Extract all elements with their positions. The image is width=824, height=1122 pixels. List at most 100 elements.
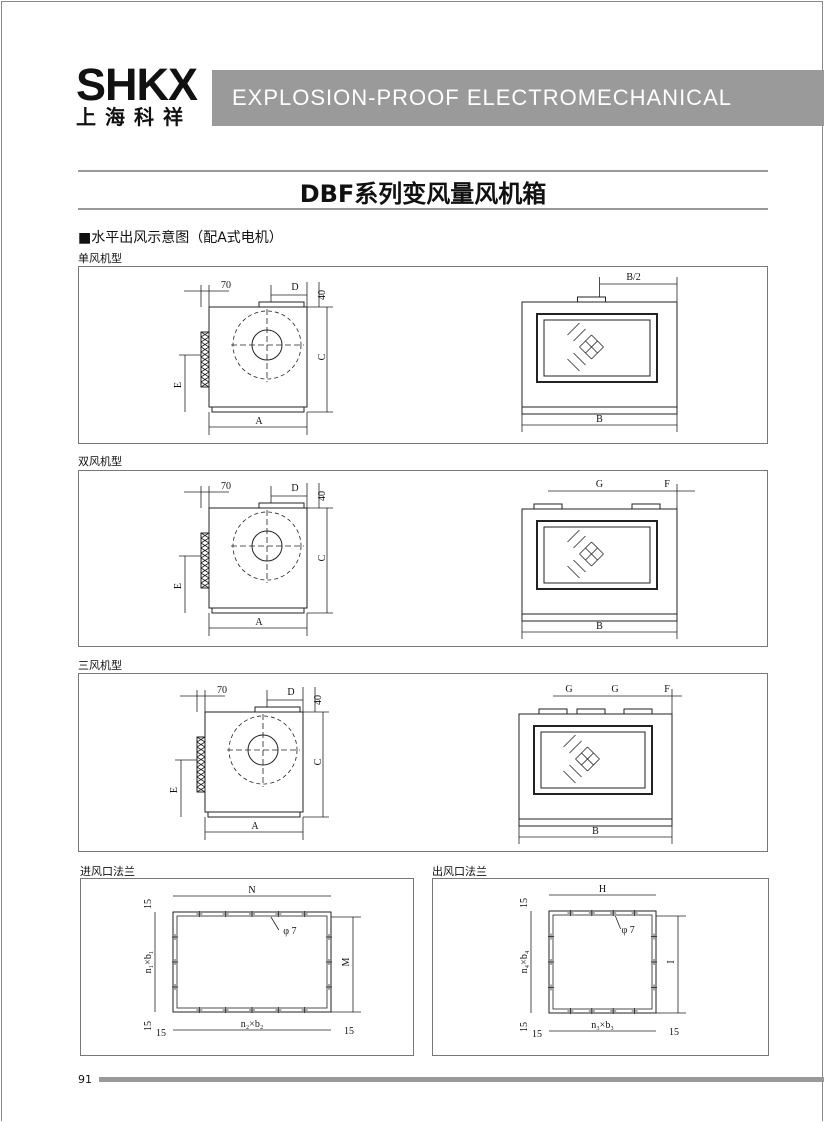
caption-double: 双风机型 (78, 455, 122, 468)
hatch (200, 351, 210, 358)
logo: SHKX 上海科祥 (76, 59, 206, 129)
dimension-label: G (565, 684, 572, 695)
hatch (196, 771, 206, 778)
dimension-label: 15 (519, 898, 530, 908)
mesh (587, 758, 600, 772)
mesh (591, 346, 604, 360)
dimension-label: H (599, 884, 606, 895)
dimension-label: φ 7 (283, 926, 296, 937)
mesh (591, 553, 604, 567)
mesh (563, 770, 576, 784)
hatch (200, 366, 210, 373)
fan-outlet (538, 708, 568, 715)
page-number: 91 (78, 1073, 92, 1086)
flange-outer (548, 910, 657, 1014)
logo-chinese: 上海科祥 (76, 105, 192, 129)
fan-outlet (254, 706, 301, 713)
hatch (196, 781, 206, 788)
footer-bar (99, 1077, 824, 1082)
dimension-label: C (317, 353, 328, 360)
mesh (591, 541, 604, 555)
dimension-label: F (664, 479, 670, 490)
hatch (200, 562, 210, 569)
dimension-label: E (173, 382, 184, 388)
fan-outlet (258, 502, 305, 509)
hatch (200, 371, 210, 378)
dimension-label: M (341, 957, 352, 966)
dimension-label: B (596, 414, 603, 425)
hatch (196, 741, 206, 748)
dimension-label: A (255, 416, 263, 427)
dimension-label: n₁×b₁ (143, 951, 154, 974)
frame-inner (543, 526, 651, 584)
dimension-label: 40 (313, 695, 324, 705)
mesh (567, 322, 580, 336)
dimension-label: 15 (344, 1026, 354, 1037)
fan-outlet (576, 708, 606, 715)
hatch (196, 766, 206, 773)
dimension-label: E (169, 787, 180, 793)
dimension-label: D (287, 687, 294, 698)
hatch (200, 341, 210, 348)
hatch (196, 756, 206, 763)
mesh (569, 764, 582, 778)
dimension-label: φ 7 (622, 925, 635, 936)
dimension-label: 40 (317, 491, 328, 501)
hatch (200, 557, 210, 564)
dimension-label: B/2 (626, 272, 640, 283)
mesh (581, 752, 594, 766)
hatch (200, 582, 210, 589)
mesh (585, 547, 598, 561)
dimension-label: 15 (143, 899, 154, 909)
frame-inner (543, 319, 651, 377)
dimension-label: B (596, 621, 603, 632)
hatch (200, 376, 210, 383)
dimension-label: A (255, 617, 263, 628)
dimension-label: 15 (156, 1028, 166, 1039)
mesh (591, 334, 604, 348)
caption-triple: 三风机型 (78, 659, 122, 672)
mesh (573, 535, 586, 549)
hatch (200, 356, 210, 363)
leader (270, 916, 280, 931)
fan-outlet (631, 503, 661, 510)
cabinet-front (521, 301, 678, 408)
fan-outlet (623, 708, 653, 715)
flange-inner (552, 914, 653, 1010)
hatch (196, 761, 206, 768)
hatch (196, 746, 206, 753)
flange-inner (176, 915, 328, 1009)
frame-outer (533, 725, 653, 795)
hatch (200, 577, 210, 584)
hatch (200, 346, 210, 353)
hatch (200, 552, 210, 559)
caption-inlet: 进风口法兰 (80, 865, 135, 878)
hatch (200, 381, 210, 388)
leader (614, 915, 622, 930)
dimension-label: 70 (221, 280, 231, 291)
mesh (563, 734, 576, 748)
base-frame (518, 818, 673, 827)
hatch (200, 537, 210, 544)
mesh (587, 746, 600, 760)
dimension-label: B (592, 826, 599, 837)
caption-single: 单风机型 (78, 252, 122, 265)
fan-outlet (577, 296, 606, 303)
hatch (196, 786, 206, 793)
logo-text: SHKX (76, 59, 198, 110)
hatch (200, 532, 210, 539)
dimension-label: 70 (217, 685, 227, 696)
dimension-label: n₂×b₂ (241, 1019, 264, 1030)
page-title: DBF系列变风量风机箱 (299, 180, 547, 208)
mesh (567, 529, 580, 543)
fan-outlet (533, 503, 563, 510)
hatch (200, 361, 210, 368)
